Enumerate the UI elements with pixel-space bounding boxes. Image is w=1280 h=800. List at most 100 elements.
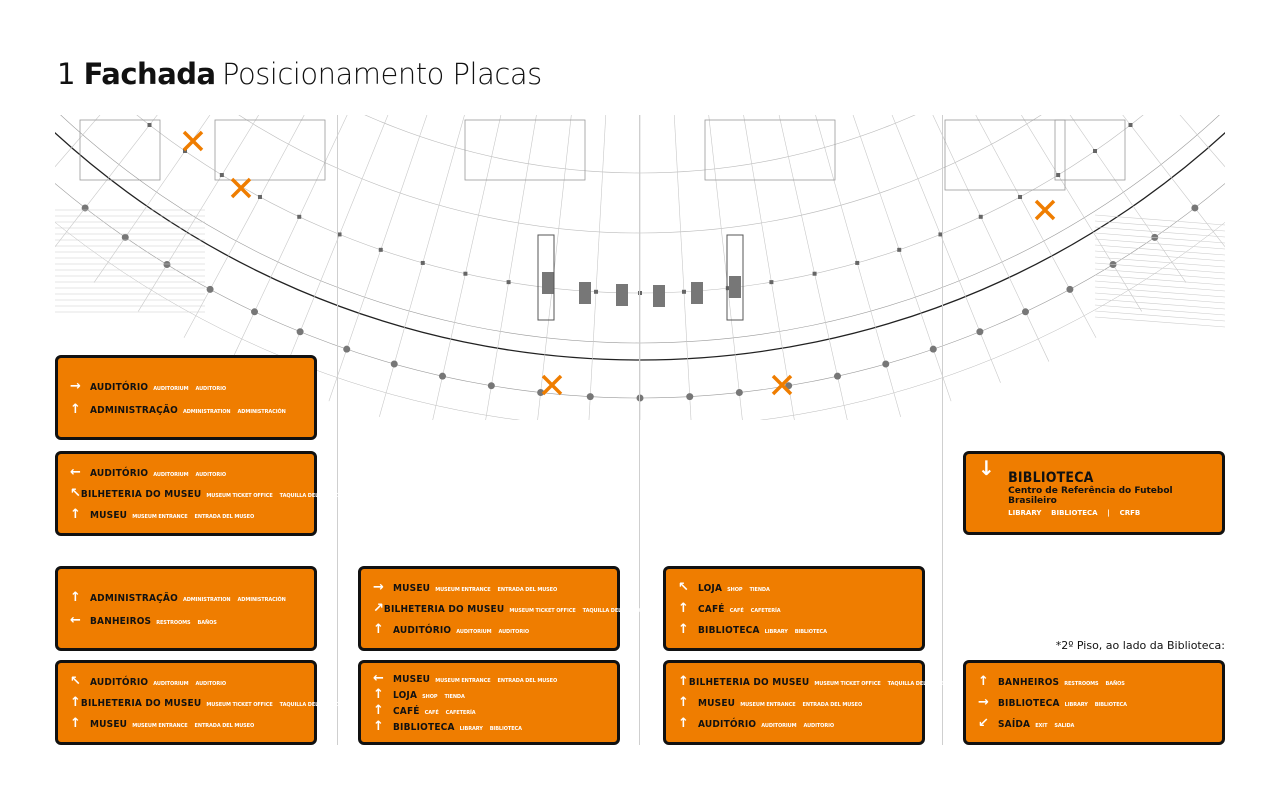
entrance-block xyxy=(616,284,628,306)
entrance-block xyxy=(579,282,591,304)
stair-hatch xyxy=(1094,238,1225,250)
arrow-up-icon: ↑ xyxy=(373,719,384,734)
escalator xyxy=(537,234,555,321)
column-divider xyxy=(639,115,640,745)
radial-grid-line xyxy=(93,115,211,283)
sign-translation-en: LIBRARY xyxy=(764,629,788,635)
sign-translation-es: CAFETERÍA xyxy=(750,608,781,614)
sign-location-marker xyxy=(1034,199,1056,221)
radial-grid-line xyxy=(279,115,389,383)
sign-translation-en: MUSEUM ENTRANCE xyxy=(435,678,491,684)
sign-destination: BANHEIROS xyxy=(90,615,152,627)
section-name: Fachada xyxy=(83,57,216,91)
sign-destination: AUDITÓRIO xyxy=(393,625,452,636)
radial-grid-line xyxy=(137,115,260,312)
sign-translation-en: MUSEUM TICKET OFFICE xyxy=(814,681,881,687)
stair-hatch xyxy=(1094,280,1225,292)
arrow-up-icon: ↑ xyxy=(678,716,689,731)
sign-translation-es: TIENDA xyxy=(444,694,465,700)
column xyxy=(251,308,259,316)
sign-translation-es: TAQUILLA DEL MUSEO xyxy=(582,608,643,614)
sign-translation-en: ADMINISTRATION xyxy=(182,408,231,415)
sign-translation-en: AUDITORIUM xyxy=(456,629,492,635)
radial-grid-line xyxy=(891,115,1001,383)
column xyxy=(1021,308,1029,316)
arrow-up-left-icon: ↖ xyxy=(70,674,81,689)
sign-translation-en: AUDITORIUM xyxy=(153,472,189,478)
sign-translation-es: AUDITORIO xyxy=(195,472,226,478)
sign-translation-es: ADMINISTRACIÓN xyxy=(237,596,286,603)
column xyxy=(487,382,495,390)
sign-destination: BILHETERIA DO MUSEU xyxy=(688,677,810,688)
pillar xyxy=(1018,194,1023,199)
sign-translation-es: TAQUILLA DEL MUSEO xyxy=(279,702,340,708)
sign-translation-es: ENTRADA DEL MUSEO xyxy=(497,587,558,593)
pillar xyxy=(978,214,983,219)
radial-grid-line xyxy=(230,115,348,362)
stair-hatch xyxy=(1094,274,1225,286)
radial-grid-line xyxy=(1122,115,1225,248)
stair-hatch xyxy=(1094,268,1225,280)
pillar xyxy=(938,232,943,237)
page-subtitle: Posicionamento Placas xyxy=(222,57,542,91)
pillar xyxy=(182,149,187,154)
room xyxy=(79,119,161,181)
sign-destination: AUDITÓRIO xyxy=(90,468,149,479)
sign-translation-es: BAÑOS xyxy=(197,619,217,626)
stair-hatch xyxy=(1094,310,1225,322)
sign-translation-es: ENTRADA DEL MUSEO xyxy=(497,678,558,684)
stair-hatch xyxy=(1094,316,1225,328)
sign-destination: CAFÉ xyxy=(698,604,725,615)
radial-grid-line xyxy=(708,115,743,420)
sign-translation-es: AUDITORIO xyxy=(195,385,226,392)
sign-destination: MUSEU xyxy=(90,510,128,521)
sign-destination: SAÍDA xyxy=(998,719,1031,730)
sign-translation-en: AUDITORIUM xyxy=(153,385,189,392)
directional-sign: ↑ BILHETERIA DO MUSEU MUSEUM TICKET OFFICE… xyxy=(663,660,948,745)
entrance-block xyxy=(691,282,703,304)
pillar xyxy=(897,247,902,252)
pillar xyxy=(219,173,224,178)
arrow-up-icon: ↑ xyxy=(978,674,989,689)
stair-hatch xyxy=(1094,214,1225,226)
sign-location-marker xyxy=(230,177,252,199)
radial-grid-line xyxy=(852,115,952,402)
column xyxy=(882,360,890,368)
sign-destination: MUSEU xyxy=(393,674,431,685)
sign-destination: ADMINISTRAÇÃO xyxy=(90,404,178,416)
sign-location-marker xyxy=(541,374,563,396)
column xyxy=(1066,285,1074,293)
stair-hatch xyxy=(1094,226,1225,238)
arrow-up-right-icon: ↗ xyxy=(373,601,384,616)
radial-grid-line xyxy=(932,115,1050,362)
pillar xyxy=(378,247,383,252)
column xyxy=(81,204,89,212)
sign-destination: BILHETERIA DO MUSEU xyxy=(80,489,202,500)
sign-translation-es: AUDITORIO xyxy=(803,723,834,729)
sign-translation-es: ENTRADA DEL MUSEO xyxy=(194,514,255,520)
sign-translation-en: MUSEUM ENTRANCE xyxy=(132,514,188,520)
arrow-up-left-icon: ↖ xyxy=(678,580,689,595)
stair-hatch xyxy=(1094,244,1225,256)
sign-translation-es: BIBLIOTECA xyxy=(489,726,522,732)
radial-grid-line xyxy=(379,115,465,418)
room xyxy=(704,119,836,181)
sign-destination: BIBLIOTECA xyxy=(698,625,760,636)
sign-translation-en: MUSEUM ENTRANCE xyxy=(740,702,796,708)
sign-destination: ADMINISTRAÇÃO xyxy=(90,592,178,604)
sign-translation-es: BIBLIOTECA xyxy=(794,629,827,635)
pillar xyxy=(1056,173,1061,178)
column xyxy=(390,360,398,368)
stair-hatch xyxy=(1094,220,1225,232)
sign-translation-en: AUDITORIUM xyxy=(761,723,797,729)
